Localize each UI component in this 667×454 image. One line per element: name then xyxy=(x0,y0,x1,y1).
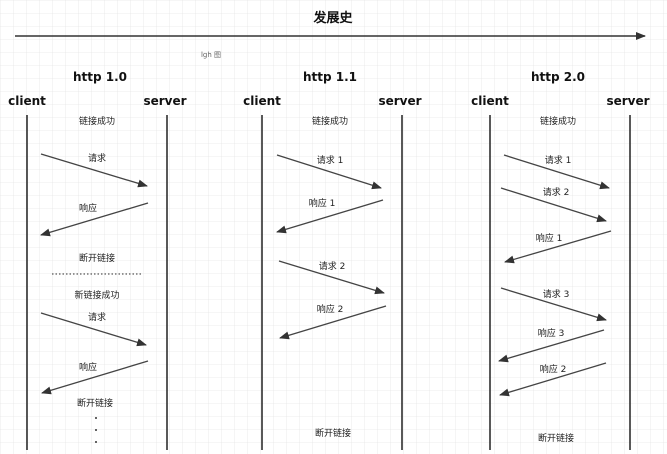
step-label: 请求 xyxy=(88,152,106,164)
request-arrow xyxy=(500,287,607,322)
step-label: 断开链接 xyxy=(315,427,351,439)
continuation-dot xyxy=(95,441,97,443)
request-arrow xyxy=(503,154,610,190)
step-label: 请求 1 xyxy=(545,154,572,166)
step-label: 响应 xyxy=(79,361,97,373)
step-label: 响应 2 xyxy=(540,363,567,375)
panel-heading: http 1.1 xyxy=(303,70,357,84)
author-note: lgh 图 xyxy=(201,51,221,59)
server-label: server xyxy=(606,94,649,108)
step-label: 请求 3 xyxy=(543,288,570,300)
response-arrow xyxy=(41,360,149,395)
step-label: 响应 xyxy=(79,202,97,214)
request-arrow xyxy=(276,154,382,190)
request-arrow xyxy=(278,260,385,295)
diagram-title: 发展史 xyxy=(312,10,353,26)
step-label: 请求 2 xyxy=(319,260,346,272)
response-arrow xyxy=(276,199,384,234)
step-label: 响应 3 xyxy=(538,327,565,339)
step-label: 链接成功 xyxy=(540,115,576,127)
step-label: 响应 1 xyxy=(536,232,563,244)
response-arrow xyxy=(504,230,612,264)
panel-heading: http 2.0 xyxy=(531,70,585,84)
client-label: client xyxy=(243,94,281,108)
step-label: 请求 xyxy=(88,311,106,323)
step-label: 响应 2 xyxy=(317,303,344,315)
request-arrow xyxy=(500,187,607,223)
request-arrow xyxy=(40,312,147,347)
step-label: 链接成功 xyxy=(79,115,115,127)
response-arrow xyxy=(279,305,387,340)
response-arrow xyxy=(499,362,607,397)
step-label: 链接成功 xyxy=(312,115,348,127)
step-label: 响应 1 xyxy=(309,197,336,209)
response-arrow xyxy=(40,202,149,237)
response-arrow xyxy=(498,329,605,363)
step-label: 请求 2 xyxy=(543,186,570,198)
server-label: server xyxy=(143,94,186,108)
server-label: server xyxy=(378,94,421,108)
step-label: 断开链接 xyxy=(77,397,113,409)
continuation-dot xyxy=(95,417,97,419)
step-label: 断开链接 xyxy=(79,252,115,264)
panel-heading: http 1.0 xyxy=(73,70,127,84)
request-arrow xyxy=(40,153,148,188)
client-label: client xyxy=(471,94,509,108)
continuation-dot xyxy=(95,429,97,431)
client-label: client xyxy=(8,94,46,108)
step-label: 新链接成功 xyxy=(74,289,119,301)
step-label: 断开链接 xyxy=(538,432,574,444)
step-label: 请求 1 xyxy=(317,154,344,166)
